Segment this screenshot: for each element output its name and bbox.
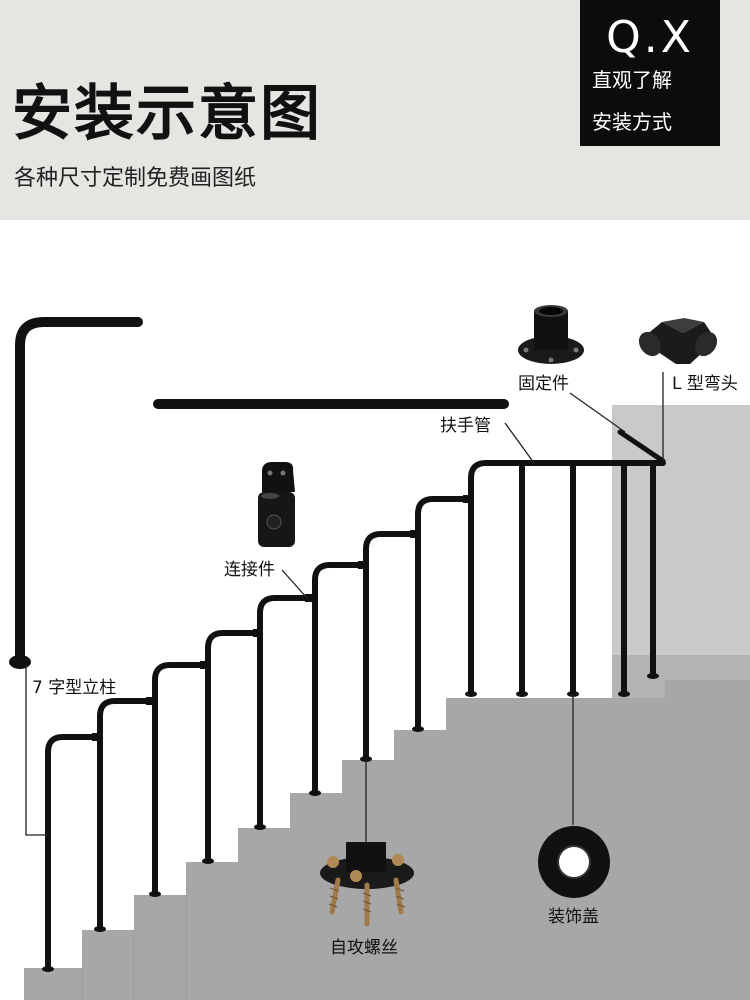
seven-post-sample [9,317,143,669]
label-decorative-cover: 装饰盖 [548,907,599,927]
leader-lines [25,372,664,845]
upper-landing-wall [612,405,750,700]
badge-line-2: 安装方式 [592,110,672,134]
label-connector: 连接件 [224,560,275,580]
connector-icon [258,462,295,547]
step-edges [81,895,187,1000]
label-fixing-part: 固定件 [518,374,569,394]
label-handrail-tube: 扶手管 [440,416,491,436]
staircase [24,680,750,1000]
label-l-elbow: L 型弯头 [672,374,738,394]
label-seven-post: 7 字型立柱 [32,678,117,698]
fixing-part-icon [518,305,584,364]
badge-line-1: 直观了解 [592,68,672,92]
page-subtitle: 各种尺寸定制免费画图纸 [14,166,257,191]
brand-badge: Q.X 直观了解 安装方式 [580,0,720,146]
screw-base-icon [320,842,414,927]
page-title: 安装示意图 [12,79,322,149]
wall-bracket [617,429,666,464]
label-self-tapping-screw: 自攻螺丝 [330,938,398,958]
brand-logo: Q.X [606,12,694,63]
decorative-cover-icon [538,826,610,898]
post-feet [42,673,659,972]
l-elbow-icon [638,318,718,364]
rail-connectors [92,495,471,741]
installed-railing [45,460,666,971]
